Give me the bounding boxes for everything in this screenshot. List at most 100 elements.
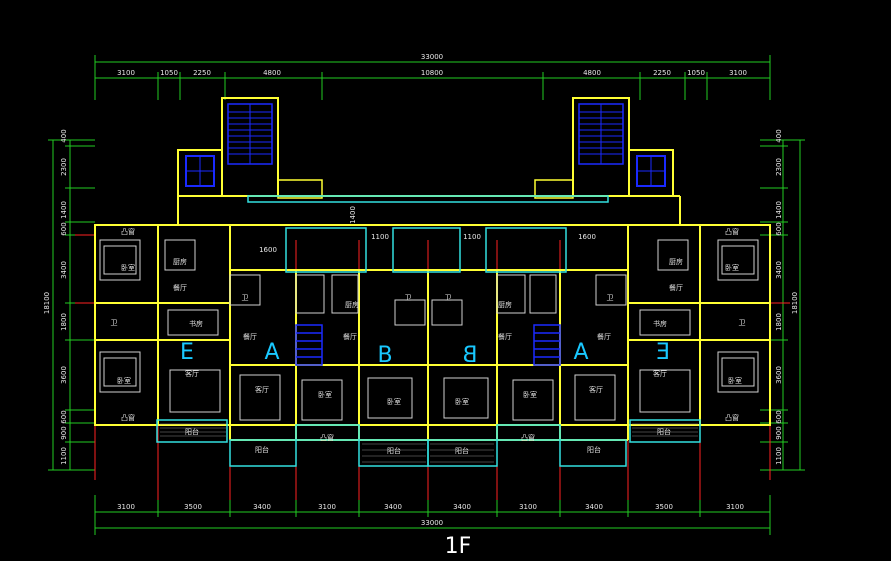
top-dim-4: 4800 xyxy=(263,69,281,77)
room-a-liv-r: 客厅 xyxy=(589,385,603,394)
stair-tower-left xyxy=(177,97,323,199)
room-a-bay-l: 凸窗 xyxy=(320,433,334,442)
room-a-kit-r: 厨房 xyxy=(498,300,512,309)
room-liv-r: 客厅 xyxy=(653,369,667,378)
room-wc-bl: 卫 xyxy=(405,294,412,302)
room-a-bal-l: 阳台 xyxy=(255,445,269,454)
room-kit-l: 厨房 xyxy=(173,257,187,266)
right-dim-2: 2300 xyxy=(775,158,783,176)
bottom-dim-1: 3100 xyxy=(117,503,135,511)
bottom-dim-3: 3400 xyxy=(253,503,271,511)
top-dim-2: 1050 xyxy=(160,69,178,77)
room-b-bed-r: 卧室 xyxy=(455,397,469,406)
balcony-hatch xyxy=(160,423,698,463)
right-dim-10: 1100 xyxy=(775,447,783,465)
bottom-dimension-chain xyxy=(94,495,771,535)
right-dim-4: 600 xyxy=(775,222,783,235)
inner-dim-1100-right: 1100 xyxy=(463,233,481,241)
top-dim-6: 4800 xyxy=(583,69,601,77)
left-dim-labels: 400 2300 1400 600 3400 1800 3600 600 900… xyxy=(43,129,68,465)
inner-dim-1100-left: 1100 xyxy=(371,233,389,241)
room-kit-r: 厨房 xyxy=(669,257,683,266)
room-study-r: 书房 xyxy=(653,319,667,328)
bottom-dim-8: 3400 xyxy=(585,503,603,511)
room-wc-al: 卫 xyxy=(242,294,249,302)
room-labels: 凸窗 凸窗 凸窗 凸窗 卧室 卧室 卧室 卧室 厨房 厨房 餐厅 餐厅 书房 书… xyxy=(111,227,746,455)
unit-label-e-left: E xyxy=(180,340,194,365)
room-wc-l: 卫 xyxy=(111,319,118,327)
room-bed-l1: 卧室 xyxy=(121,263,135,272)
room-b-din-r: 餐厅 xyxy=(498,332,512,341)
unit-label-b-right: B xyxy=(462,343,477,368)
overall-dimension-top: 33000 xyxy=(421,53,443,61)
room-din-r: 餐厅 xyxy=(669,283,683,292)
room-a-bed-l: 卧室 xyxy=(318,390,332,399)
right-dim-3: 1400 xyxy=(775,201,783,219)
bottom-dim-2: 3500 xyxy=(184,503,202,511)
room-bed-r2: 卧室 xyxy=(728,376,742,385)
right-dim-labels: 400 2300 1400 600 3400 1800 3600 600 900… xyxy=(775,129,799,465)
top-dimension-chain xyxy=(94,55,771,100)
left-dim-1: 400 xyxy=(60,129,68,142)
room-b-bal-l: 阳台 xyxy=(387,446,401,455)
room-bal-r: 阳台 xyxy=(657,427,671,436)
room-bed-r1: 卧室 xyxy=(725,263,739,272)
left-dim-4: 600 xyxy=(60,222,68,235)
furniture xyxy=(99,239,759,421)
room-bed-l2: 卧室 xyxy=(117,376,131,385)
bottom-dim-7: 3100 xyxy=(519,503,537,511)
room-a-kit-l: 厨房 xyxy=(345,300,359,309)
left-dimension-chain xyxy=(48,139,95,471)
left-dim-2: 2300 xyxy=(60,158,68,176)
room-din-l: 餐厅 xyxy=(173,283,187,292)
right-dimension-chain xyxy=(760,139,805,471)
unit-label-e-right: E xyxy=(656,340,670,365)
top-dim-8: 1050 xyxy=(687,69,705,77)
top-dim-5: 10800 xyxy=(421,69,443,77)
room-bay-tl: 凸窗 xyxy=(121,227,135,236)
left-dim-5: 3400 xyxy=(60,261,68,279)
bottom-dim-10: 3100 xyxy=(726,503,744,511)
room-a-din-l: 餐厅 xyxy=(243,332,257,341)
inner-dim-1400: 1400 xyxy=(349,206,357,224)
room-b-bed-l: 卧室 xyxy=(387,397,401,406)
room-bal-l: 阳台 xyxy=(185,427,199,436)
room-bay-bl: 凸窗 xyxy=(121,413,135,422)
room-wc-ar: 卫 xyxy=(607,294,614,302)
room-study-l: 书房 xyxy=(189,319,203,328)
inner-stair-right xyxy=(533,324,561,366)
left-dim-8: 600 xyxy=(60,410,68,423)
right-dim-6: 1800 xyxy=(775,313,783,331)
left-total: 18100 xyxy=(43,292,51,314)
room-b-bal-r: 阳台 xyxy=(455,446,469,455)
right-dim-9: 900 xyxy=(775,426,783,439)
unit-label-a-left: A xyxy=(264,340,279,365)
room-a-liv-l: 客厅 xyxy=(255,385,269,394)
left-dim-6: 1800 xyxy=(60,313,68,331)
inner-dim-1600-right: 1600 xyxy=(578,233,596,241)
window-frames xyxy=(156,195,701,467)
bottom-dim-4: 3100 xyxy=(318,503,336,511)
right-total: 18100 xyxy=(791,292,799,314)
overall-dimension-bottom: 33000 xyxy=(421,519,443,527)
right-dim-1: 400 xyxy=(775,129,783,142)
room-a-bed-r: 卧室 xyxy=(523,390,537,399)
left-dim-9: 900 xyxy=(60,426,68,439)
right-dim-7: 3600 xyxy=(775,366,783,384)
unit-type-labels: E A B B A E xyxy=(180,340,670,368)
room-a-bay-r: 凸窗 xyxy=(521,433,535,442)
unit-label-b-left: B xyxy=(377,343,392,368)
inner-dim-1600-left: 1600 xyxy=(259,246,277,254)
top-dim-1: 3100 xyxy=(117,69,135,77)
room-b-din-l: 餐厅 xyxy=(343,332,357,341)
unit-label-a-right: A xyxy=(573,340,588,365)
top-dim-9: 3100 xyxy=(729,69,747,77)
floor-label: 1F xyxy=(445,534,472,559)
room-bay-br: 凸窗 xyxy=(725,413,739,422)
room-a-din-r: 餐厅 xyxy=(597,332,611,341)
room-wc-br: 卫 xyxy=(445,294,452,302)
stair-tower-right xyxy=(534,97,674,199)
bottom-dim-5: 3400 xyxy=(384,503,402,511)
right-dim-8: 600 xyxy=(775,410,783,423)
